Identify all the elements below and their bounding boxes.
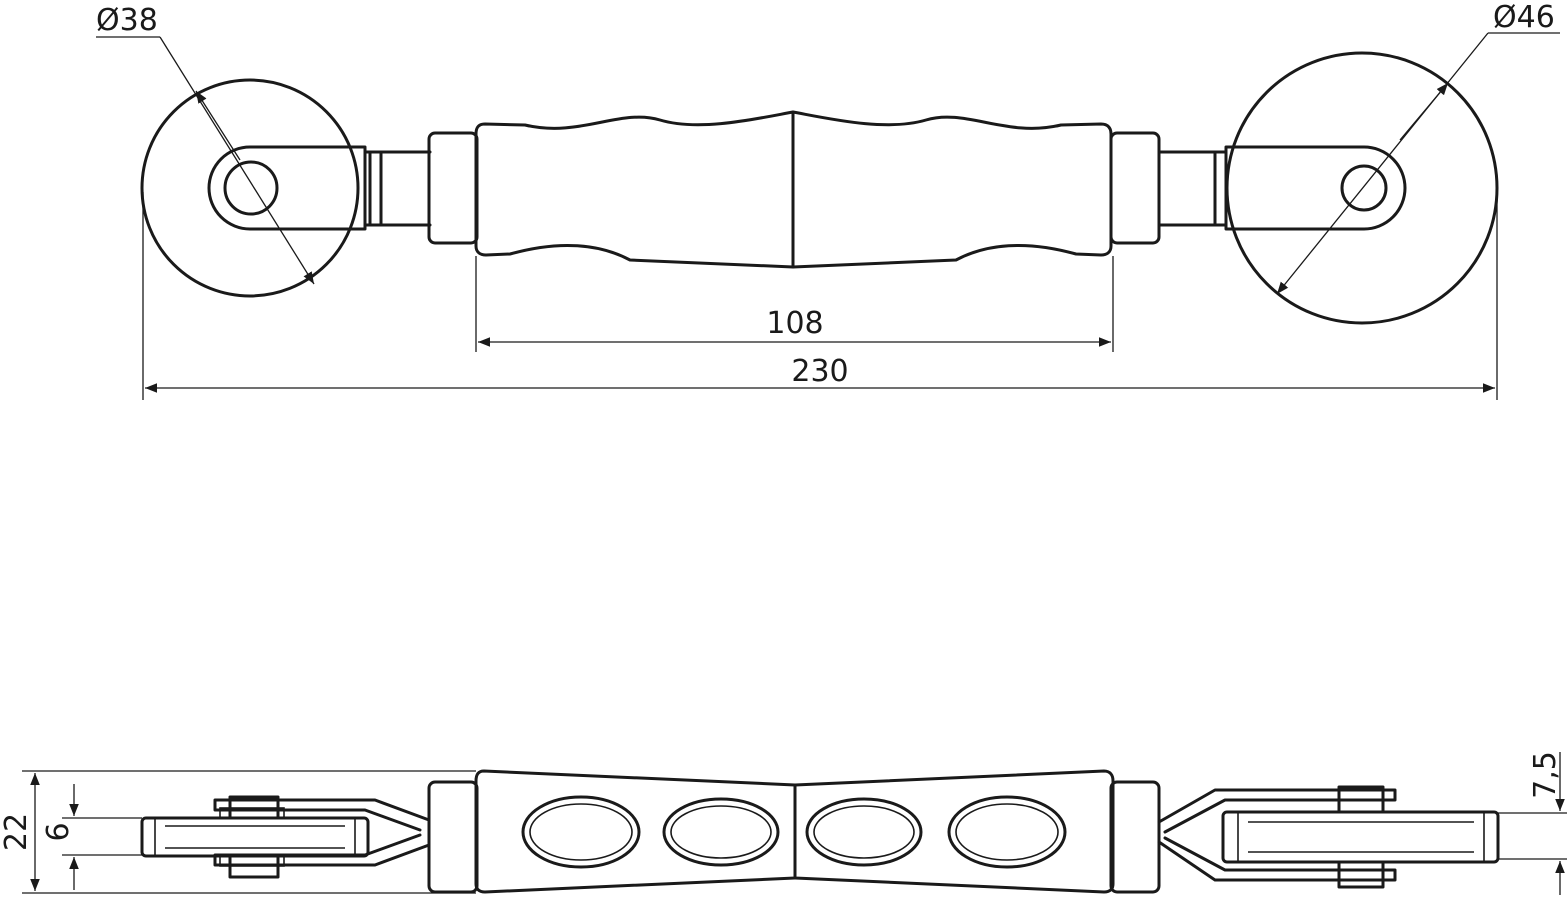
side-grip-right bbox=[793, 769, 1115, 894]
grip-right-half bbox=[791, 110, 1113, 269]
axle-label: 6 bbox=[41, 822, 76, 841]
grip-left-half bbox=[474, 110, 795, 269]
left-fork-arm bbox=[207, 145, 367, 231]
left-roller bbox=[140, 78, 360, 298]
side-view: 22 6 7,5 bbox=[0, 751, 1567, 895]
right-ferrule bbox=[1109, 131, 1161, 245]
offset-label: 7,5 bbox=[1528, 751, 1563, 799]
left-axle-hole bbox=[223, 160, 279, 216]
dia-right-line bbox=[1276, 32, 1489, 295]
grip-ovals bbox=[521, 795, 1067, 869]
left-ferrule bbox=[427, 131, 479, 245]
side-right-fork bbox=[1157, 788, 1397, 882]
side-left-fork bbox=[213, 798, 431, 867]
total-length-label: 230 bbox=[791, 354, 848, 389]
height-total-label: 22 bbox=[0, 813, 34, 851]
right-fork-arm bbox=[1224, 145, 1407, 231]
dia-left-arrow-top bbox=[195, 90, 241, 161]
dia-right-arrow-top bbox=[1399, 82, 1449, 141]
side-left-washer-bottom bbox=[219, 855, 285, 867]
side-left-ferrule bbox=[427, 780, 479, 894]
side-left-washer-top bbox=[219, 807, 285, 819]
right-shaft bbox=[1157, 150, 1228, 227]
left-shaft bbox=[363, 150, 432, 227]
side-right-wheel bbox=[1221, 810, 1500, 864]
grip-length-label: 108 bbox=[766, 306, 823, 341]
side-right-wheel-groove bbox=[1237, 812, 1485, 862]
dia-right-label: Ø46 bbox=[1493, 0, 1555, 35]
side-left-wheel-groove bbox=[154, 818, 356, 856]
side-left-wheel bbox=[140, 816, 370, 858]
dia-left-line bbox=[159, 36, 315, 285]
side-right-ferrule bbox=[1109, 780, 1161, 894]
right-axle-hole bbox=[1340, 164, 1388, 212]
dia-left-label: Ø38 bbox=[96, 3, 158, 38]
side-right-hub-top bbox=[1337, 785, 1385, 814]
top-view: Ø38 Ø46 108 230 bbox=[96, 0, 1560, 400]
side-right-hub-bottom bbox=[1337, 860, 1385, 889]
